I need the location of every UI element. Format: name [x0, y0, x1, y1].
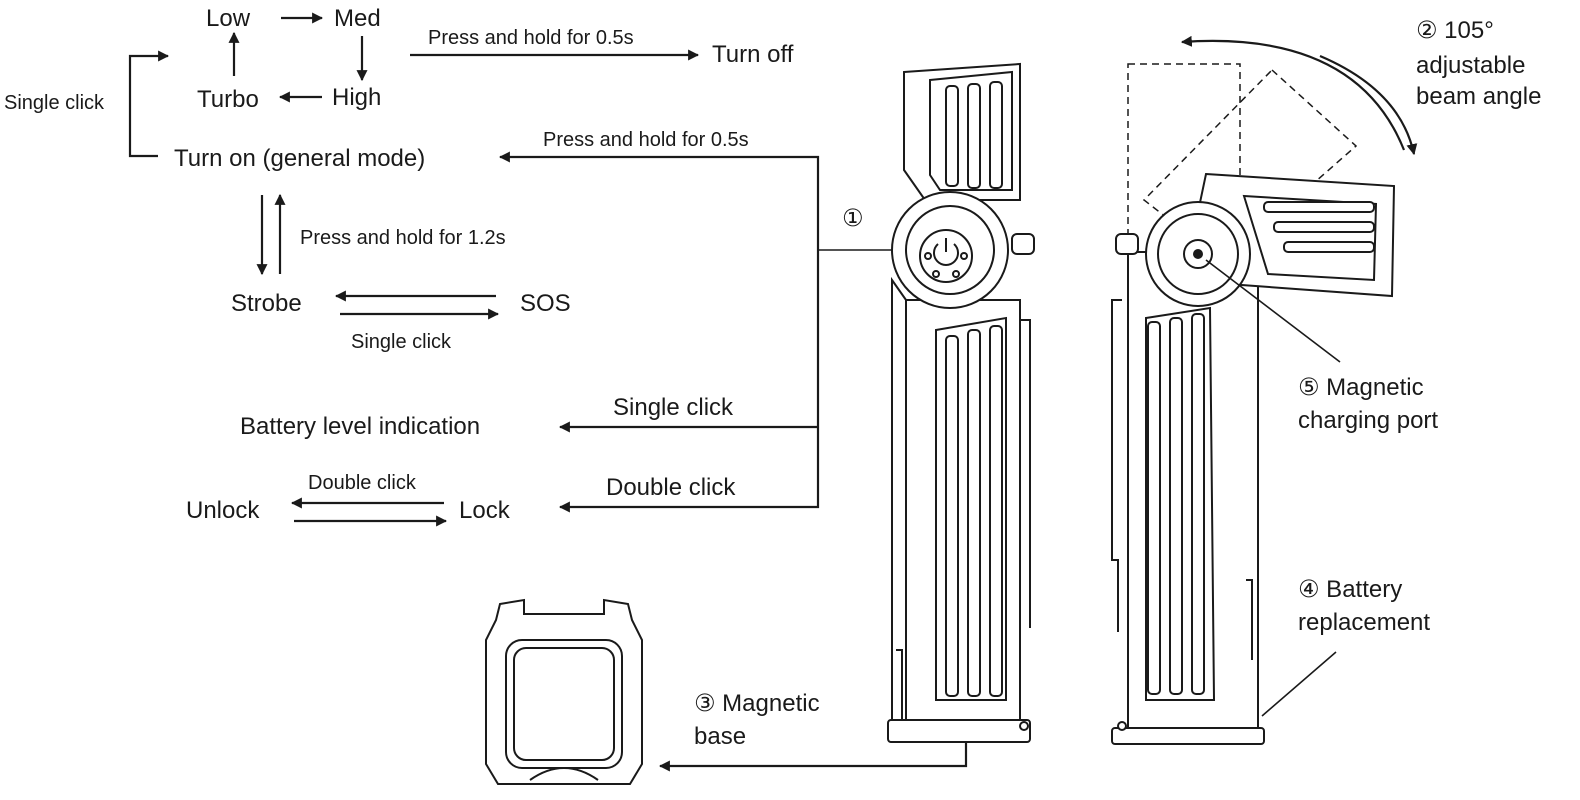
side-head-slot-2: [1273, 221, 1375, 233]
front-head-slot-1: [945, 85, 959, 187]
front-body-slot-1: [945, 335, 959, 697]
side-head-slot-1: [1263, 201, 1375, 213]
mode-cycle: Low Med High Turbo Single click: [4, 5, 381, 158]
mode-high-label: High: [332, 84, 381, 111]
button-led-2: [960, 252, 968, 260]
battery-level-group: Single click Battery level indication: [240, 394, 818, 440]
beam-angle-label-1: ② 105°: [1416, 17, 1494, 44]
charging-port-pin: [1193, 249, 1203, 259]
beam-angle-label-2: adjustable: [1416, 52, 1525, 79]
turn-on-label: Turn on (general mode): [174, 145, 425, 172]
mode-low-label: Low: [206, 5, 251, 32]
flashlight-front-view: [887, 62, 1035, 743]
magnetic-base-leader: [658, 742, 968, 772]
charging-port-label-2: charging port: [1298, 407, 1438, 434]
side-right-clip: [1246, 579, 1253, 660]
beam-angle-label-3: beam angle: [1416, 83, 1541, 110]
lock-hint: Double click: [606, 474, 736, 501]
side-body-inner: [1145, 306, 1216, 701]
flashlight-side-view: [1111, 63, 1396, 745]
magnetic-base-illustration: [485, 598, 643, 785]
cycle-hint-label: Single click: [4, 92, 105, 114]
side-pivot-tab: [1115, 233, 1139, 255]
turn-off-label: Turn off: [712, 41, 794, 68]
front-left-clip: [896, 649, 903, 720]
callout-charging-port: ⑤ Magnetic charging port: [1205, 259, 1438, 434]
front-pivot-tab: [1011, 233, 1035, 255]
lock-group: Double click Lock Unlock Double click: [186, 250, 820, 527]
callout-beam-angle: ② 105° adjustable beam angle: [1180, 17, 1541, 156]
front-body-slot-3: [989, 325, 1003, 697]
power-icon: [933, 238, 959, 266]
base-face-inner: [513, 647, 615, 761]
side-head-slot-3: [1283, 241, 1375, 253]
button-led-1: [924, 252, 932, 260]
power-button[interactable]: [919, 229, 973, 283]
button-led-3: [932, 270, 940, 278]
sos-label: SOS: [520, 290, 571, 317]
battery-hint: Single click: [613, 394, 734, 421]
arrow-turn-on-to-cycle: [128, 50, 170, 158]
base-face-outer: [505, 639, 623, 769]
unlock-toggle-hint: Double click: [308, 472, 417, 494]
turn-off-group: Press and hold for 0.5s Turn off: [410, 27, 794, 68]
special-modes-group: Press and hold for 1.2s Strobe SOS Singl…: [231, 193, 571, 353]
battery-replacement-label-1: ④ Battery: [1298, 576, 1402, 603]
base-lower-curve: [529, 767, 599, 781]
button-led-4: [952, 270, 960, 278]
beam-angle-arrow-start: [1180, 35, 1406, 151]
charging-port-label-1: ⑤ Magnetic: [1298, 374, 1424, 401]
turn-on-hint: Press and hold for 0.5s: [543, 129, 749, 151]
magnetic-base-label-2: base: [694, 723, 746, 750]
mode-turbo-label: Turbo: [197, 86, 259, 113]
side-screw: [1117, 721, 1127, 731]
callout-button-number: ①: [842, 205, 864, 232]
front-head-slot-3: [989, 81, 1003, 189]
front-base-cap: [887, 719, 1031, 743]
special-modes-hint: Press and hold for 1.2s: [300, 227, 506, 249]
side-body-slot-1: [1147, 321, 1161, 695]
strobe-label: Strobe: [231, 290, 302, 317]
charging-port-leader: [1205, 259, 1341, 363]
beam-angle-arrow-end: [1319, 54, 1418, 156]
battery-level-label: Battery level indication: [240, 413, 480, 440]
front-screw: [1019, 721, 1029, 731]
callout-magnetic-base: ③ Magnetic base: [658, 690, 968, 772]
front-body-inner: [935, 316, 1007, 701]
special-toggle-hint: Single click: [351, 331, 452, 353]
arrow-to-turn-on: [498, 151, 820, 250]
side-clip: [1111, 299, 1122, 632]
arrow-to-lock: [558, 250, 820, 513]
battery-replacement-leader: [1261, 651, 1337, 717]
turn-on-group: Turn on (general mode) Press and hold fo…: [174, 129, 820, 250]
head-position-upright: [1127, 63, 1241, 255]
front-clip: [1020, 319, 1031, 628]
lock-label: Lock: [459, 497, 511, 524]
turn-off-hint: Press and hold for 0.5s: [428, 27, 634, 49]
front-head-inner: [929, 70, 1013, 191]
side-body-slot-2: [1169, 317, 1183, 695]
side-base-cap: [1111, 727, 1265, 745]
magnetic-base-label-1: ③ Magnetic: [694, 690, 820, 717]
unlock-label: Unlock: [186, 497, 260, 524]
mode-med-label: Med: [334, 5, 381, 32]
front-head-slot-2: [967, 83, 981, 189]
battery-replacement-label-2: replacement: [1298, 609, 1430, 636]
callout-battery-replacement: ④ Battery replacement: [1261, 576, 1430, 717]
side-body-slot-3: [1191, 313, 1205, 695]
side-pivot-inner-ring: [1157, 213, 1239, 295]
front-pivot-inner-ring: [905, 205, 995, 295]
front-body-slot-2: [967, 329, 981, 697]
